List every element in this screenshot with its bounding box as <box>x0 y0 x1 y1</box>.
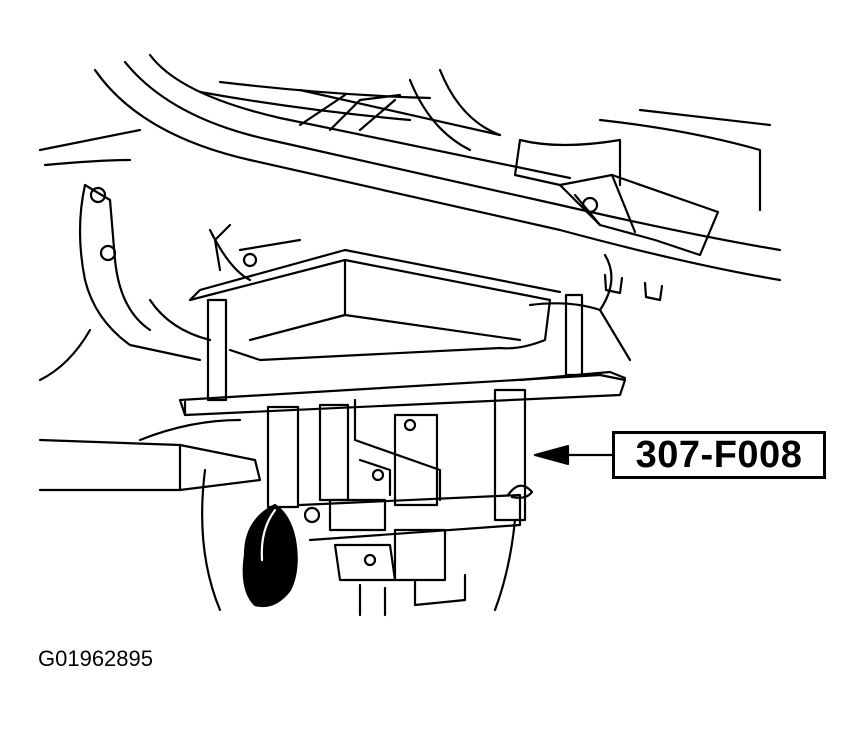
jack-body <box>201 468 517 617</box>
figure-id: G01962895 <box>38 646 153 671</box>
transmission-case <box>38 183 252 382</box>
jack-handle <box>242 503 298 608</box>
jack-adapter-plate <box>178 370 627 417</box>
support-posts <box>206 293 584 402</box>
cross-beam <box>38 418 262 492</box>
tool-number-label: 307-F008 <box>635 434 803 476</box>
callout-arrow <box>533 444 614 466</box>
jack-head <box>266 388 534 607</box>
vehicle-frame <box>38 53 782 282</box>
mount-bracket <box>558 173 720 302</box>
oil-pan <box>188 223 632 362</box>
callout-label-box: 307-F008 <box>612 431 826 479</box>
